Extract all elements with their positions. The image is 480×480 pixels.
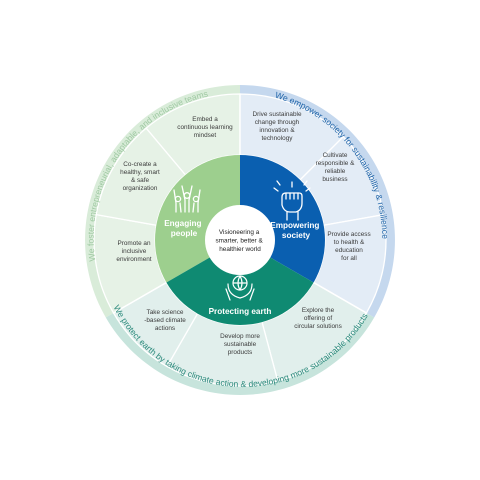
outer-ring-society-segment <box>240 85 395 318</box>
people-cheering-icon <box>173 185 201 213</box>
segment-dividers <box>113 94 367 314</box>
outer-ring-team-segment <box>85 85 241 318</box>
center-circle <box>205 205 275 275</box>
protecting-earth-label: Protecting earth <box>209 307 272 316</box>
center-statement: Visioneering a smarter, better & healthi… <box>215 229 264 253</box>
raised-fist-icon <box>273 180 311 221</box>
empowering-society-label: Empowering society <box>270 221 321 240</box>
engaging-people-label: Engaging people <box>164 219 204 238</box>
outer-ring-earth-segment <box>105 313 375 395</box>
hands-holding-globe-icon <box>225 275 255 301</box>
